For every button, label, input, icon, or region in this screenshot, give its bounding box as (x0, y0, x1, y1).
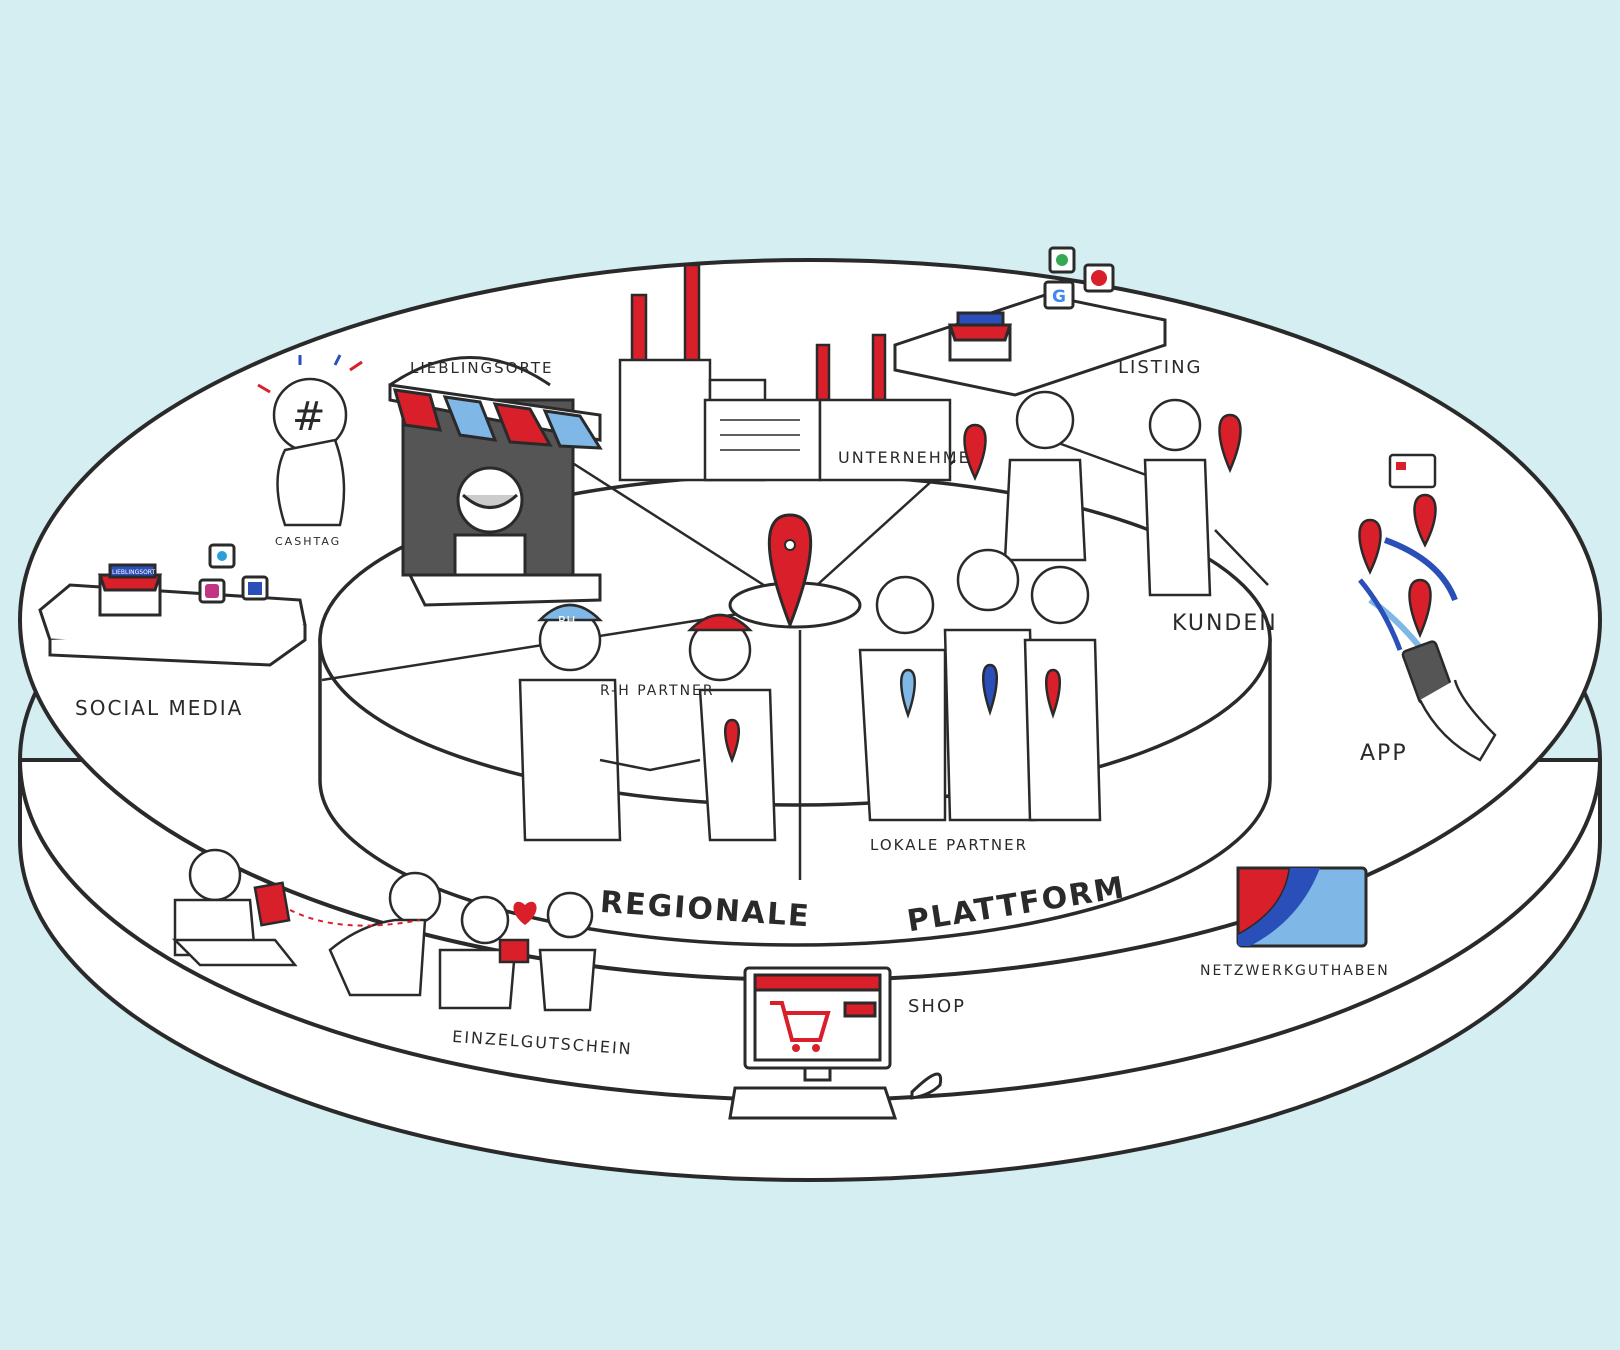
voucher-illustration: EINZELGUTSCHEIN (171, 848, 633, 1058)
customers-illustration: KUNDEN (963, 390, 1278, 636)
cap-text: RH (558, 614, 575, 628)
facebook-icon (241, 575, 269, 601)
social-media-label: SOCIAL MEDIA (75, 696, 243, 720)
svg-text:G: G (1052, 287, 1066, 307)
svg-text:#: # (292, 394, 326, 440)
shop-stall-illustration: LIEBLINGSORTE (388, 356, 603, 607)
app-label: APP (1360, 741, 1408, 766)
hashtag-coin-icon: # (272, 377, 348, 453)
factory-illustration: UNTERNEHMEN (618, 263, 985, 482)
maps-pin-icon (1048, 246, 1076, 274)
instagram-icon (198, 578, 226, 604)
local-partners-illustration: LOKALE PARTNER (858, 548, 1102, 854)
netzwerkguthaben-label: NETZWERKGUTHABEN (1200, 963, 1390, 979)
app-illustration: APP (1358, 453, 1497, 766)
cashtag-illustration: # CASHTAG (257, 354, 363, 548)
kunden-label: KUNDEN (1172, 611, 1278, 636)
lieblingsorte-label: LIEBLINGSORTE (410, 359, 553, 377)
listing-illustration: G LISTING (893, 246, 1202, 397)
social-media-illustration: LIEBLINGSORT SOCIAL MEDIA (38, 543, 307, 720)
lokale-partner-label: LOKALE PARTNER (870, 836, 1028, 854)
shopping-cart-icon (770, 1001, 831, 1052)
rh-partner-illustration: RH R-H PARTNER (518, 603, 777, 842)
gift-icon (498, 938, 530, 964)
shop-computer: SHOP (728, 966, 966, 1120)
network-credit-card: NETZWERKGUTHABEN (1200, 866, 1390, 979)
cashtag-label: CASHTAG (275, 535, 341, 548)
google-icon: G (1043, 280, 1075, 310)
location-pin-icon (767, 513, 813, 630)
twitter-icon (208, 543, 236, 569)
social-sign-label: LIEBLINGSORT (112, 569, 156, 576)
rh-partner-label: R-H PARTNER (600, 683, 715, 699)
listing-label: LISTING (1118, 357, 1202, 378)
unternehmen-label: UNTERNEHMEN (838, 448, 985, 467)
browser-icon (1083, 263, 1115, 293)
shop-label: SHOP (908, 996, 966, 1017)
